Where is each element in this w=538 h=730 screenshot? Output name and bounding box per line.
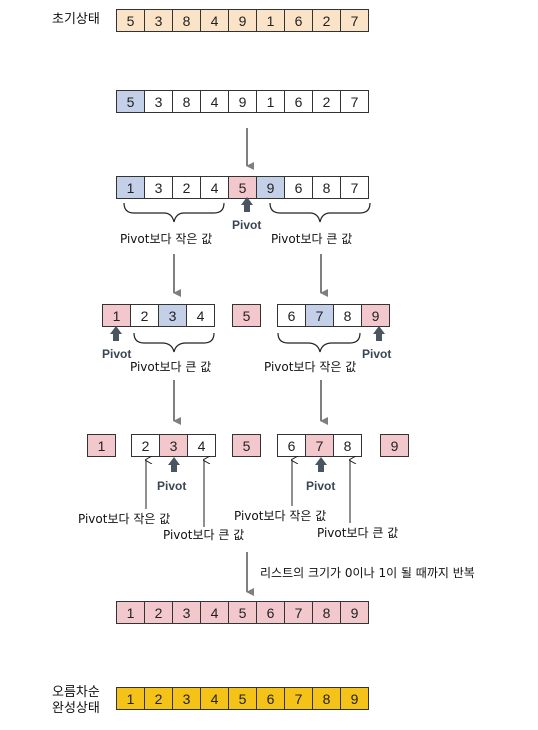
- array-cell: 1: [102, 304, 131, 327]
- array-cell: 4: [200, 176, 229, 199]
- curly-brace-icon: [277, 332, 361, 353]
- array-cell: 2: [130, 304, 159, 327]
- up-arrow-icon: [168, 457, 180, 472]
- array-cell: 3: [159, 434, 188, 457]
- array-cell: 6: [284, 9, 313, 32]
- array-cell: 3: [144, 9, 173, 32]
- array-cell: 8: [312, 176, 341, 199]
- array-cell: 2: [144, 687, 173, 710]
- array-cell: 5: [116, 9, 145, 32]
- step3-left-pivot-label: Pivot: [102, 347, 132, 361]
- array-cell: 9: [380, 434, 409, 457]
- step3-left-label: Pivot보다 큰 값: [130, 360, 212, 374]
- array-cell: 3: [172, 601, 201, 624]
- curly-brace-icon: [133, 332, 215, 353]
- array-cell: 4: [186, 304, 215, 327]
- array-cell: 9: [256, 176, 285, 199]
- array-cell: 6: [256, 687, 285, 710]
- array-cell: 5: [228, 601, 257, 624]
- array-cell: 3: [158, 304, 187, 327]
- repeat-note: 리스트의 크기가 0이나 1이 될 때까지 반복: [260, 566, 475, 580]
- step2-pivot-label: Pivot: [232, 218, 262, 232]
- array-cell: 5: [116, 90, 145, 113]
- step4-right-big-label: Pivot보다 큰 값: [317, 526, 399, 540]
- array-cell: 1: [87, 434, 116, 457]
- array-cell: 4: [200, 90, 229, 113]
- step3-right-label: Pivot보다 작은 값: [264, 360, 357, 374]
- array-cell: 7: [340, 90, 369, 113]
- step4-right-pivot-label: Pivot: [306, 479, 336, 493]
- array-cell: 9: [228, 9, 257, 32]
- array-cell: 9: [340, 601, 369, 624]
- array-cell: 1: [116, 687, 145, 710]
- array-cell: 6: [277, 304, 306, 327]
- step3-right-pivot-label: Pivot: [362, 347, 392, 361]
- array-cell: 8: [172, 9, 201, 32]
- array-cell: 2: [172, 176, 201, 199]
- array-cell: 9: [361, 304, 390, 327]
- step2-right-label: Pivot보다 큰 값: [271, 232, 353, 246]
- array-cell: 2: [312, 90, 341, 113]
- curly-brace-icon: [269, 202, 371, 223]
- array-cell: 8: [333, 304, 362, 327]
- step4-right-small-label: Pivot보다 작은 값: [234, 509, 327, 523]
- up-arrow-icon: [110, 326, 122, 341]
- initial-label: 초기상태: [52, 12, 100, 27]
- final-label-line2: 완성상태: [52, 701, 100, 716]
- array-cell: 9: [228, 90, 257, 113]
- array-cell: 4: [200, 687, 229, 710]
- array-cell: 2: [144, 601, 173, 624]
- array-cell: 4: [200, 9, 229, 32]
- up-arrow-icon: [373, 326, 385, 341]
- array-cell: 5: [232, 304, 261, 327]
- array-cell: 3: [144, 176, 173, 199]
- array-cell: 1: [116, 176, 145, 199]
- array-cell: 8: [312, 687, 341, 710]
- array-cell: 5: [228, 176, 257, 199]
- array-cell: 6: [284, 176, 313, 199]
- array-cell: 7: [305, 434, 334, 457]
- array-cell: 7: [340, 176, 369, 199]
- array-cell: 1: [256, 9, 285, 32]
- curly-brace-icon: [123, 202, 225, 223]
- array-cell: 6: [277, 434, 306, 457]
- array-cell: 1: [116, 601, 145, 624]
- array-cell: 1: [256, 90, 285, 113]
- array-cell: 7: [284, 601, 313, 624]
- array-cell: 4: [187, 434, 216, 457]
- array-cell: 8: [333, 434, 362, 457]
- array-cell: 5: [228, 687, 257, 710]
- array-cell: 7: [340, 9, 369, 32]
- array-cell: 2: [312, 9, 341, 32]
- step2-left-label: Pivot보다 작은 값: [120, 232, 213, 246]
- up-arrow-icon: [241, 197, 253, 212]
- array-cell: 6: [256, 601, 285, 624]
- array-cell: 8: [312, 601, 341, 624]
- final-label-line1: 오름차순: [52, 685, 100, 700]
- up-arrow-icon: [315, 457, 327, 472]
- array-cell: 9: [340, 687, 369, 710]
- step4-left-pivot-label: Pivot: [157, 479, 187, 493]
- array-cell: 7: [305, 304, 334, 327]
- array-cell: 5: [232, 434, 261, 457]
- array-cell: 8: [172, 90, 201, 113]
- step4-left-small-label: Pivot보다 작은 값: [78, 512, 171, 526]
- array-cell: 6: [284, 90, 313, 113]
- array-cell: 3: [172, 687, 201, 710]
- step4-left-big-label: Pivot보다 큰 값: [163, 528, 245, 542]
- array-cell: 4: [200, 601, 229, 624]
- array-cell: 2: [131, 434, 160, 457]
- array-cell: 3: [144, 90, 173, 113]
- array-cell: 7: [284, 687, 313, 710]
